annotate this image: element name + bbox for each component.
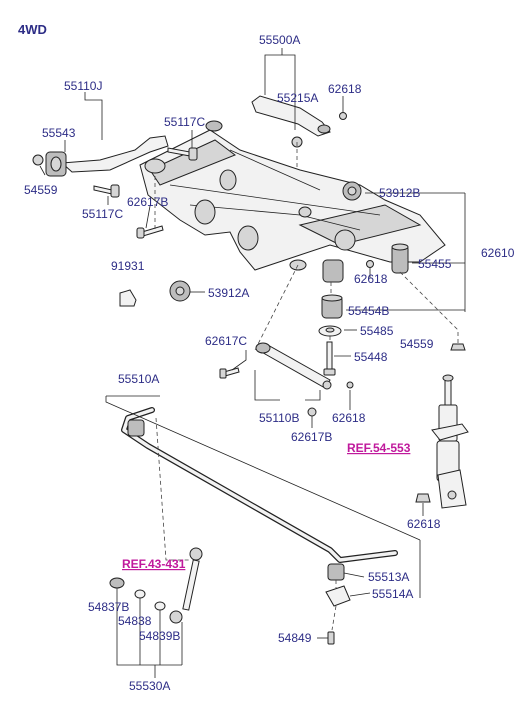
part-label-53912A: 53912A: [208, 286, 249, 300]
part-label-62618-shock: 62618: [407, 517, 441, 531]
part-label-62618-link: 62618: [332, 411, 366, 425]
part-label-54559-right: 54559: [400, 337, 434, 351]
part-label-53912B: 53912B: [379, 186, 420, 200]
dashed-guides: [154, 142, 459, 631]
rear-subframe: [139, 120, 446, 271]
part-label-54837B: 54837B: [88, 600, 129, 614]
reference-link[interactable]: REF.43-431: [122, 557, 186, 571]
part-label-62617B-lower: 62617B: [291, 430, 332, 444]
bolt-55448: [323, 341, 466, 376]
part-label-54839B: 54839B: [139, 629, 180, 643]
stabilizer-bar: [121, 407, 398, 645]
stabilizer-link: [109, 547, 203, 624]
part-label-54849: 54849: [278, 631, 312, 645]
part-label-55510A: 55510A: [118, 372, 159, 386]
part-label-55485: 55485: [360, 324, 394, 338]
lateral-link: [219, 342, 354, 417]
part-label-55110B: 55110B: [259, 411, 299, 425]
bushings: [169, 181, 409, 337]
part-label-55215A: 55215A: [277, 91, 318, 105]
drive-type-title: 4WD: [18, 22, 47, 37]
bolts: [93, 147, 198, 239]
part-label-55543: 55543: [42, 126, 76, 140]
part-label-55117C-upper: 55117C: [164, 115, 205, 129]
part-label-54838: 54838: [118, 614, 152, 628]
part-label-62617C: 62617C: [205, 334, 247, 348]
part-label-55110J: 55110J: [64, 79, 102, 93]
part-label-55500A: 55500A: [259, 33, 300, 47]
trailing-arm: [32, 135, 169, 177]
leader-lines: [39, 48, 466, 678]
part-label-55514A: 55514A: [372, 587, 413, 601]
part-label-55513A: 55513A: [368, 570, 409, 584]
part-label-62618-mid: 62618: [354, 272, 388, 286]
part-label-62617B-upper: 62617B: [127, 195, 168, 209]
reference-strut[interactable]: REF.54-553: [347, 441, 411, 455]
upper-arm: [251, 95, 347, 148]
part-label-62610: 62610: [481, 246, 515, 260]
shock-absorber: [415, 374, 469, 509]
part-label-62618-top: 62618: [328, 82, 362, 96]
part-label-54559-left: 54559: [24, 183, 58, 197]
part-label-55530A: 55530A: [129, 679, 170, 693]
part-label-55455: 55455: [418, 257, 452, 271]
part-label-55448: 55448: [354, 350, 388, 364]
part-label-55454B: 55454B: [348, 304, 389, 318]
part-label-91931: 91931: [111, 259, 145, 273]
bracket-91931: [119, 289, 137, 307]
part-label-55117C-lower: 55117C: [82, 207, 123, 221]
